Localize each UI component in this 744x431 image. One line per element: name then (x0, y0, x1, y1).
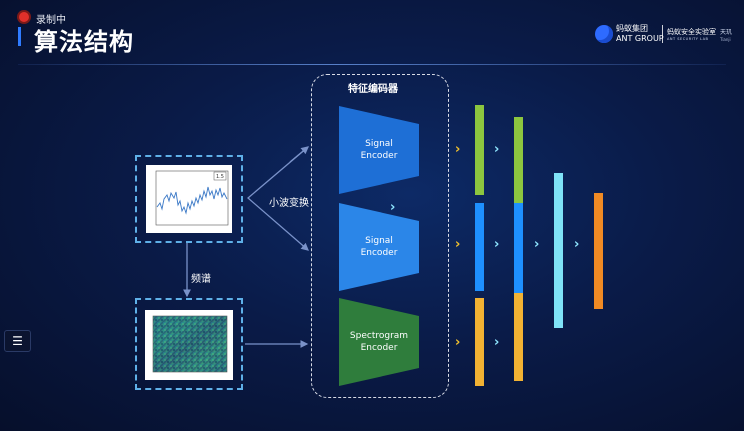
list-icon[interactable]: ☰ (4, 330, 31, 352)
chevron-right-icon: › (534, 237, 540, 252)
lab-name-en: ANT SECURITY LAB (667, 37, 709, 41)
partner-name-cn: 天玑 (720, 29, 733, 36)
chevron-right-icon: › (574, 237, 580, 252)
spectrogram-image (145, 310, 233, 380)
signal-encoder-2 (339, 203, 419, 291)
concat-bar-blue (514, 203, 523, 293)
concat-bar-yellow (514, 293, 523, 381)
signal-encoder-1 (339, 106, 419, 194)
brand-name-cn: 蚂蚁集团 (616, 24, 648, 33)
partner-name-en: Tianji (720, 37, 731, 42)
ant-group-logo-icon (595, 25, 613, 43)
recording-label: 录制中 (36, 15, 66, 26)
wavelet-branch-lines (247, 146, 309, 251)
chevron-right-icon: › (494, 142, 500, 157)
logo-separator (662, 25, 663, 43)
chevron-right-icon: › (455, 335, 461, 350)
output-bar (594, 193, 603, 309)
wavelet-transform-label: 小波变换 (269, 198, 309, 209)
spectrogram-encoder (339, 298, 419, 386)
signal-plot-frame: 1.5 (135, 155, 243, 243)
feature-encoder-title: 特征编码器 (348, 84, 398, 95)
chevron-right-icon: › (455, 142, 461, 157)
feature-bar-yellow (475, 298, 484, 386)
spectrum-label: 频谱 (191, 274, 211, 285)
lab-name-cn: 蚂蚁安全实验室 (667, 28, 716, 36)
feature-bar-green (475, 105, 484, 195)
chevron-right-icon: › (390, 200, 396, 215)
plot-badge: 1.5 (216, 174, 224, 180)
title-accent-bar (18, 27, 21, 46)
fused-feature-bar (554, 173, 563, 328)
signal-plot-image: 1.5 (146, 165, 232, 233)
spectrogram-frame (135, 298, 243, 390)
concat-bar-green (514, 117, 523, 203)
recording-indicator-icon (19, 12, 29, 22)
wavelet-upper-arrow (289, 146, 309, 163)
chevron-right-icon: › (494, 335, 500, 350)
header-divider (18, 64, 726, 65)
brand-name-en: ANT GROUP (616, 34, 664, 43)
feature-bar-blue (475, 203, 484, 291)
feature-encoder-group (311, 74, 449, 398)
chevron-right-icon: › (455, 237, 461, 252)
page-title: 算法结构 (34, 28, 134, 56)
chevron-right-icon: › (494, 237, 500, 252)
